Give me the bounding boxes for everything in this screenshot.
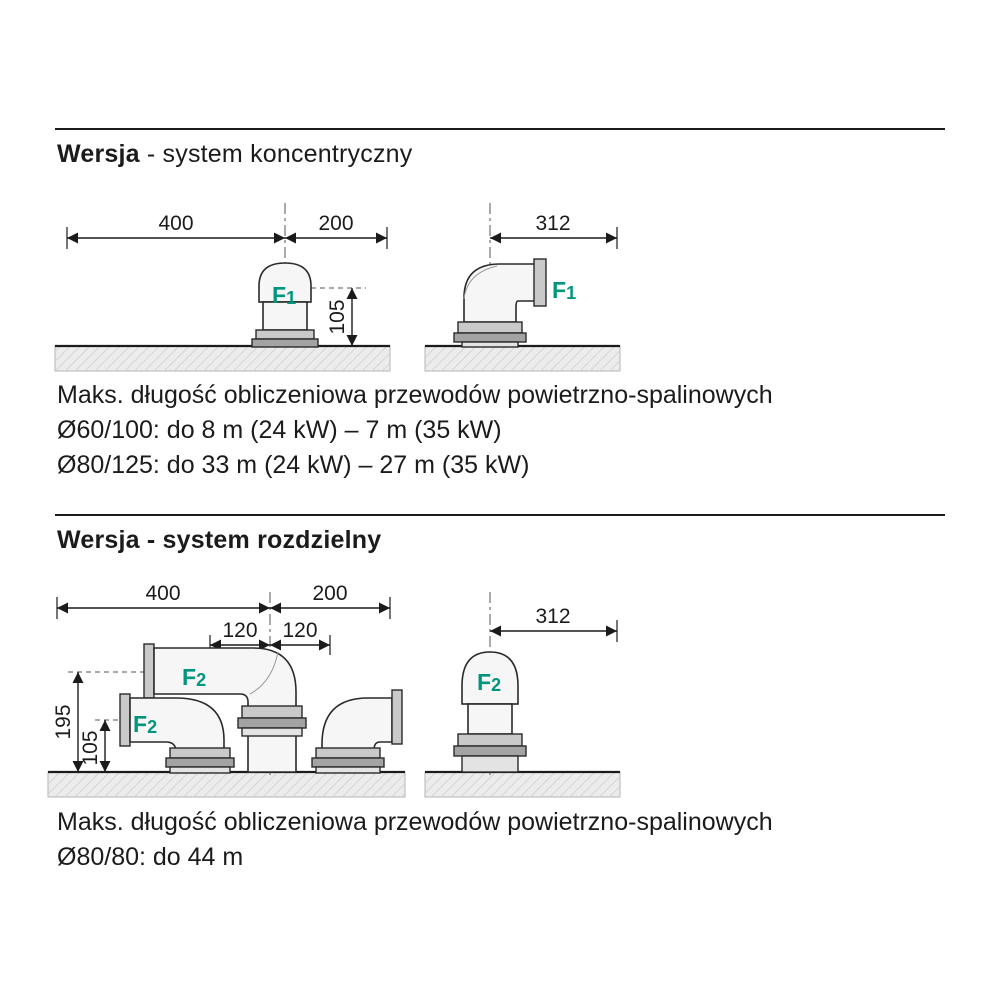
dim-195: 195 bbox=[52, 671, 148, 772]
diagram-separate: 400 200 120 120 195 105 bbox=[47, 582, 621, 798]
dim-195-value: 195 bbox=[52, 704, 75, 739]
wall-slab-left bbox=[47, 770, 406, 798]
notes-concentric: Maks. długość obliczeniowa przewodów pow… bbox=[57, 378, 773, 483]
length-60-100: Ø60/100: do 8 m (24 kW) – 7 m (35 kW) bbox=[57, 416, 502, 444]
dim-120-left-value: 120 bbox=[222, 619, 257, 642]
diagram-concentric: 400 200 312 105 F1 bbox=[54, 203, 621, 372]
dim-400: 400 bbox=[56, 582, 270, 619]
heading-bold: Wersja bbox=[57, 140, 140, 168]
notes-separate: Maks. długość obliczeniowa przewodów pow… bbox=[57, 805, 773, 875]
dim-120-right-value: 120 bbox=[282, 619, 317, 642]
dim-200-value: 200 bbox=[312, 582, 347, 605]
max-length-note: Maks. długość obliczeniowa przewodów pow… bbox=[57, 808, 773, 836]
f1-label-elbow: F1 bbox=[552, 277, 576, 303]
dim-105: 105 bbox=[311, 287, 366, 346]
f2-label-terminal: F2 bbox=[477, 669, 501, 695]
divider-top bbox=[55, 128, 945, 130]
dim-105-value: 105 bbox=[326, 299, 349, 334]
heading-bold: Wersja - system rozdzielny bbox=[57, 526, 382, 554]
f2-label-upper: F2 bbox=[182, 664, 206, 690]
dim-400-value: 400 bbox=[158, 212, 193, 235]
wall-slab-right bbox=[424, 344, 621, 372]
length-80-125: Ø80/125: do 33 m (24 kW) – 27 m (35 kW) bbox=[57, 451, 530, 479]
flue-elbow-lower bbox=[119, 693, 235, 774]
dim-120-left: 120 bbox=[209, 619, 270, 655]
elbow-right bbox=[311, 689, 403, 774]
dim-312-value: 312 bbox=[535, 212, 570, 235]
flue-terminal bbox=[251, 262, 319, 348]
wall-slab-right bbox=[424, 770, 621, 798]
dim-105-value: 105 bbox=[79, 730, 102, 765]
dim-200-value: 200 bbox=[318, 212, 353, 235]
section-heading-separate: Wersja - system rozdzielny bbox=[57, 526, 381, 555]
f2-label-lower: F2 bbox=[133, 711, 157, 737]
dim-105: 105 bbox=[79, 719, 126, 772]
dim-312: 312 bbox=[490, 605, 618, 642]
divider-middle bbox=[55, 514, 945, 516]
dim-120-right: 120 bbox=[270, 619, 331, 655]
heading-rest: - system koncentryczny bbox=[139, 140, 413, 168]
dim-400: 400 bbox=[66, 212, 285, 249]
dim-312: 312 bbox=[490, 212, 618, 249]
length-80-80: Ø80/80: do 44 m bbox=[57, 843, 244, 871]
flue-terminal-right bbox=[453, 651, 527, 773]
f1-label-terminal: F1 bbox=[272, 282, 296, 308]
flue-elbow bbox=[453, 258, 547, 348]
wall-slab-left bbox=[54, 344, 391, 372]
dim-400-value: 400 bbox=[145, 582, 180, 605]
max-length-note: Maks. długość obliczeniowa przewodów pow… bbox=[57, 381, 773, 409]
dim-200: 200 bbox=[270, 582, 391, 619]
dim-200: 200 bbox=[285, 212, 388, 249]
section-heading-concentric: Wersja - system koncentryczny bbox=[57, 140, 412, 169]
dim-312-value: 312 bbox=[535, 605, 570, 628]
air-elbow-upper bbox=[143, 643, 307, 773]
